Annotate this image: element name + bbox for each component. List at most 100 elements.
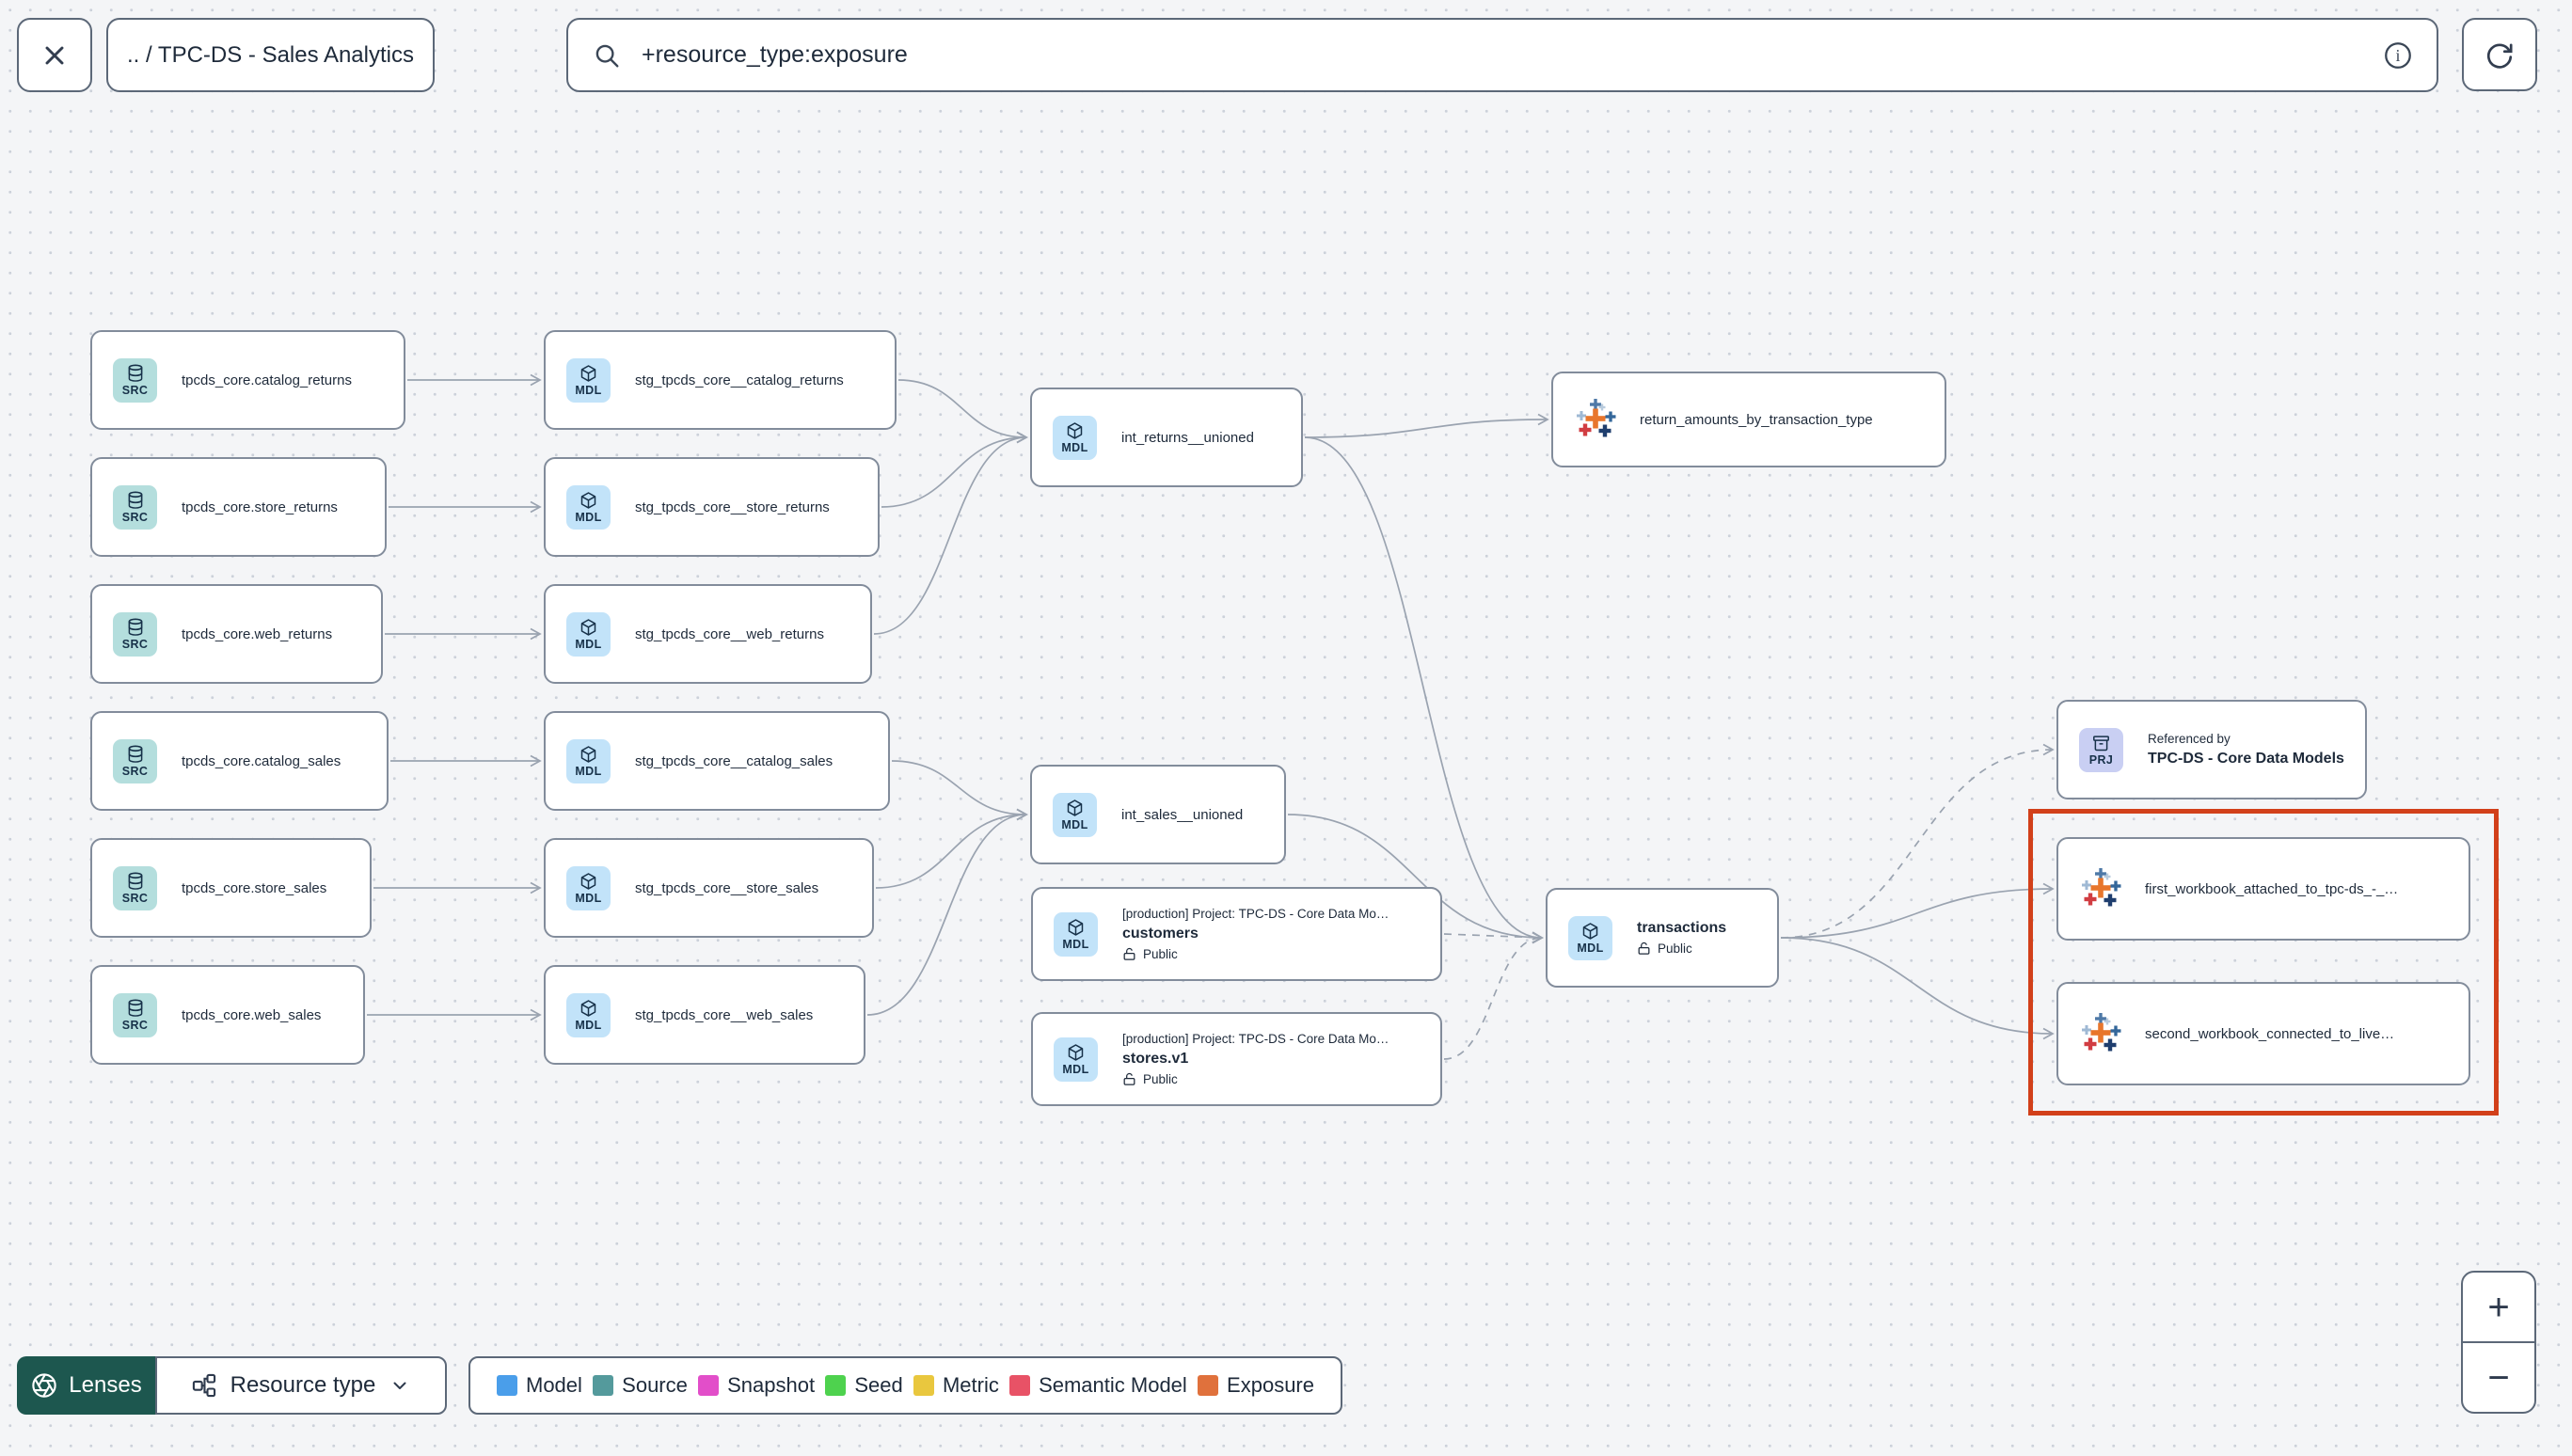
cube-icon: [579, 491, 598, 511]
legend-swatch: [1198, 1375, 1219, 1396]
info-icon[interactable]: i: [2382, 40, 2414, 71]
node-label: tpcds_core.store_sales: [182, 879, 327, 896]
svg-text:i: i: [2396, 46, 2401, 65]
resource-type-badge: MDL: [1053, 792, 1097, 837]
node-int-returns[interactable]: MDL int_returns__unioned: [1030, 388, 1303, 487]
resource-type-label: Resource type: [230, 1372, 376, 1398]
legend-label: Semantic Model: [1039, 1373, 1187, 1397]
node-access: Public: [1122, 1072, 1389, 1086]
resource-type-badge: SRC: [113, 992, 157, 1037]
zoom-in-button[interactable]: +: [2463, 1273, 2534, 1341]
node-access: Public: [1637, 942, 1726, 956]
legend-swatch: [913, 1375, 934, 1396]
legend-item-metric: Metric: [913, 1373, 999, 1398]
lock-open-icon: [1637, 942, 1651, 956]
refresh-button[interactable]: [2462, 18, 2537, 91]
node-stg-catalog-sales[interactable]: MDL stg_tpcds_core__catalog_sales: [544, 711, 890, 811]
resource-type-badge: MDL: [566, 357, 611, 403]
legend-label: Metric: [942, 1373, 999, 1397]
node-wb-first[interactable]: first_workbook_attached_to_tpc-ds_-_…: [2056, 837, 2470, 941]
resource-type-badge: SRC: [113, 611, 157, 657]
chevron-down-icon: [389, 1374, 411, 1397]
database-icon: [125, 744, 146, 765]
database-icon: [125, 998, 146, 1019]
resource-type-badge: MDL: [1053, 415, 1097, 460]
node-label: tpcds_core.catalog_sales: [182, 752, 341, 769]
zoom-in-label: +: [2487, 1286, 2510, 1328]
search-bar[interactable]: i: [566, 18, 2438, 92]
resource-type-dropdown[interactable]: Resource type: [155, 1356, 447, 1415]
resource-type-icon: [191, 1372, 217, 1399]
access-label: Public: [1143, 1072, 1178, 1086]
node-label: second_workbook_connected_to_live…: [2145, 1025, 2395, 1042]
breadcrumb[interactable]: .. / TPC-DS - Sales Analytics: [106, 18, 435, 92]
badge-label: SRC: [121, 511, 149, 525]
database-icon: [125, 363, 146, 384]
node-stores[interactable]: MDL [production] Project: TPC-DS - Core D…: [1031, 1012, 1442, 1106]
database-icon: [125, 490, 146, 511]
search-input[interactable]: [640, 40, 2363, 70]
legend-swatch: [497, 1375, 517, 1396]
node-customers[interactable]: MDL[production] Project: TPC-DS - Core D…: [1031, 887, 1442, 981]
badge-label: MDL: [1577, 941, 1604, 955]
node-label: return_amounts_by_transaction_type: [1640, 411, 1873, 428]
node-label: stg_tpcds_core__web_returns: [635, 625, 824, 642]
node-stg-web-returns[interactable]: MDL stg_tpcds_core__web_returns: [544, 584, 872, 684]
cube-icon: [1066, 918, 1086, 938]
node-label: stores.v1: [1122, 1051, 1189, 1067]
badge-label: SRC: [121, 765, 149, 779]
legend-item-semantic-model: Semantic Model: [1009, 1373, 1187, 1398]
resource-type-badge: PRJ: [2079, 727, 2123, 772]
cube-icon: [1065, 421, 1085, 441]
legend-label: Source: [622, 1373, 688, 1397]
resource-type-badge: MDL: [566, 611, 611, 657]
node-project-label: Referenced by: [2148, 732, 2231, 746]
badge-label: SRC: [121, 1019, 149, 1033]
legend-label: Model: [526, 1373, 582, 1397]
badge-label: SRC: [121, 638, 149, 652]
resource-type-badge: SRC: [113, 865, 157, 910]
close-button[interactable]: [17, 18, 92, 92]
node-src-store-sales[interactable]: SRC tpcds_core.store_sales: [90, 838, 372, 938]
legend-swatch: [825, 1375, 847, 1396]
zoom-controls: + −: [2461, 1271, 2536, 1414]
lenses-label: Lenses: [69, 1372, 142, 1398]
lock-open-icon: [1122, 947, 1136, 961]
node-label: tpcds_core.catalog_returns: [182, 372, 352, 388]
node-label: int_returns__unioned: [1121, 429, 1254, 446]
resource-type-badge: MDL: [1054, 1037, 1098, 1082]
database-icon: [125, 617, 146, 638]
lenses-button[interactable]: Lenses: [17, 1356, 155, 1415]
database-icon: [125, 871, 146, 892]
node-src-catalog-sales[interactable]: SRC tpcds_core.catalog_sales: [90, 711, 389, 811]
badge-label: MDL: [575, 383, 602, 397]
zoom-divider: [2463, 1341, 2534, 1343]
legend-label: Seed: [854, 1373, 903, 1397]
resource-type-badge: MDL: [566, 738, 611, 783]
node-exp-return-amounts[interactable]: return_amounts_by_transaction_type: [1551, 372, 1946, 467]
node-project-label: [production] Project: TPC-DS - Core Data…: [1122, 1032, 1389, 1046]
badge-label: SRC: [121, 892, 149, 906]
badge-label: MDL: [575, 510, 602, 524]
access-label: Public: [1143, 947, 1178, 961]
legend-label: Exposure: [1227, 1373, 1314, 1397]
node-wb-second[interactable]: second_workbook_connected_to_live…: [2056, 982, 2470, 1085]
refresh-icon: [2484, 39, 2516, 71]
node-project-label: [production] Project: TPC-DS - Core Data…: [1122, 907, 1389, 921]
legend-swatch: [593, 1375, 614, 1396]
node-label: stg_tpcds_core__catalog_sales: [635, 752, 834, 769]
zoom-out-button[interactable]: −: [2463, 1343, 2534, 1412]
